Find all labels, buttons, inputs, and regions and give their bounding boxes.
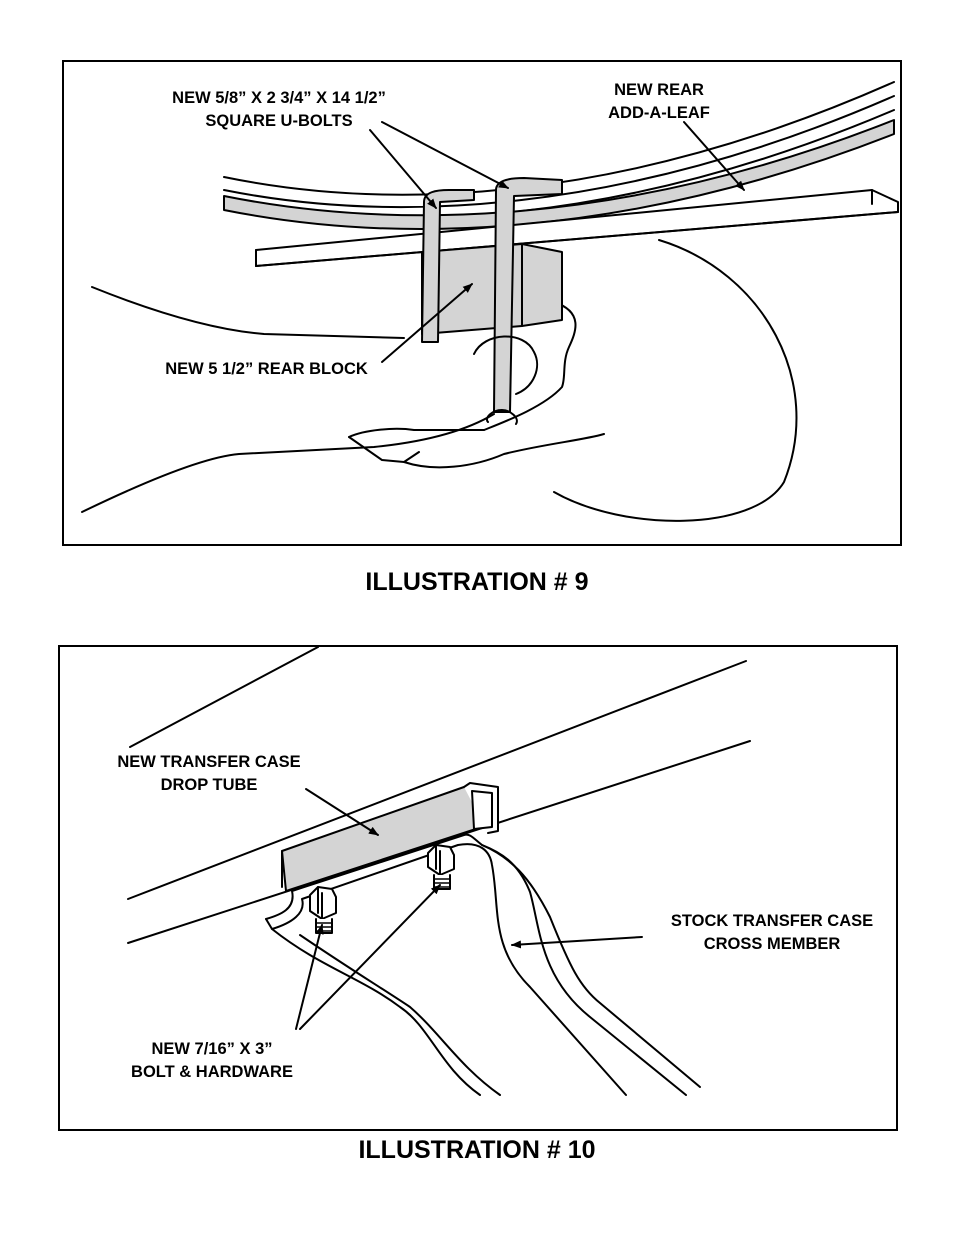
add-a-leaf [223, 119, 895, 230]
spring-plate [255, 189, 899, 267]
spring-leaf-2 [223, 95, 895, 208]
rear-block-label: NEW 5 1/2” REAR BLOCK [144, 358, 389, 381]
illustration-9-panel: NEW 5/8” X 2 3/4” X 14 1/2” SQUARE U-BOL… [62, 60, 902, 546]
cross-member-label-line-1: STOCK TRANSFER CASE [670, 912, 874, 930]
u-bolts-label-line-2: SQUARE U-BOLTS [205, 112, 353, 130]
add-a-leaf-label-line-1: NEW REAR [614, 81, 704, 99]
bolt-right [427, 844, 455, 890]
rear-block [421, 243, 563, 335]
add-a-leaf-label-line-2: ADD-A-LEAF [608, 104, 710, 122]
bolt-leader-left [295, 924, 324, 1030]
u-bolt-leader-left [369, 129, 437, 209]
u-bolt-right [493, 177, 563, 413]
cross-member-label-line-2: CROSS MEMBER [703, 935, 841, 953]
bolt-leader-right [299, 884, 441, 1030]
housing-outline [483, 301, 577, 431]
add-a-leaf-leader [683, 121, 745, 191]
rear-block-label-text: NEW 5 1/2” REAR BLOCK [165, 360, 368, 378]
bracket [348, 436, 420, 463]
cross-member-leader [511, 936, 643, 949]
axle-drum [553, 239, 798, 522]
u-bolts-label: NEW 5/8” X 2 3/4” X 14 1/2” SQUARE U-BOL… [144, 87, 414, 133]
illustration-9-caption: ILLUSTRATION # 9 [365, 568, 589, 596]
illustration-10-drawing [127, 647, 751, 1096]
illustration-10-caption: ILLUSTRATION # 10 [358, 1136, 596, 1164]
add-a-leaf-label: NEW REAR ADD-A-LEAF [589, 79, 729, 125]
bolt-hardware-label-line-2: BOLT & HARDWARE [131, 1063, 293, 1081]
cross-member-outer [265, 843, 627, 1096]
bolt-left [309, 886, 337, 934]
u-bolts-label-line-1: NEW 5/8” X 2 3/4” X 14 1/2” [172, 89, 386, 107]
drop-tube-label-line-1: NEW TRANSFER CASE [117, 753, 301, 771]
u-bolt-leader-right [381, 121, 509, 189]
bolt-hardware-label: NEW 7/16” X 3” BOLT & HARDWARE [112, 1038, 312, 1084]
rear-block-leader [381, 283, 473, 363]
drop-tube-leader [305, 788, 379, 836]
u-bolt-left [421, 189, 475, 343]
cross-member-left-edge [271, 928, 481, 1096]
bolt-hardware-label-line-1: NEW 7/16” X 3” [151, 1040, 273, 1058]
frame-lower-line [81, 413, 495, 513]
drop-tube [281, 786, 489, 892]
frame-upper-line [91, 286, 405, 339]
illustration-10-panel: NEW TRANSFER CASE DROP TUBE STOCK TRANSF… [58, 645, 898, 1131]
drop-tube-label-line-2: DROP TUBE [160, 776, 258, 794]
frame-rail-top-edge [129, 647, 319, 748]
cross-member-label: STOCK TRANSFER CASE CROSS MEMBER [652, 910, 892, 956]
frame-rail-upper-line [127, 660, 747, 900]
illustration-9-drawing [81, 81, 899, 522]
drop-tube-label: NEW TRANSFER CASE DROP TUBE [98, 751, 320, 797]
